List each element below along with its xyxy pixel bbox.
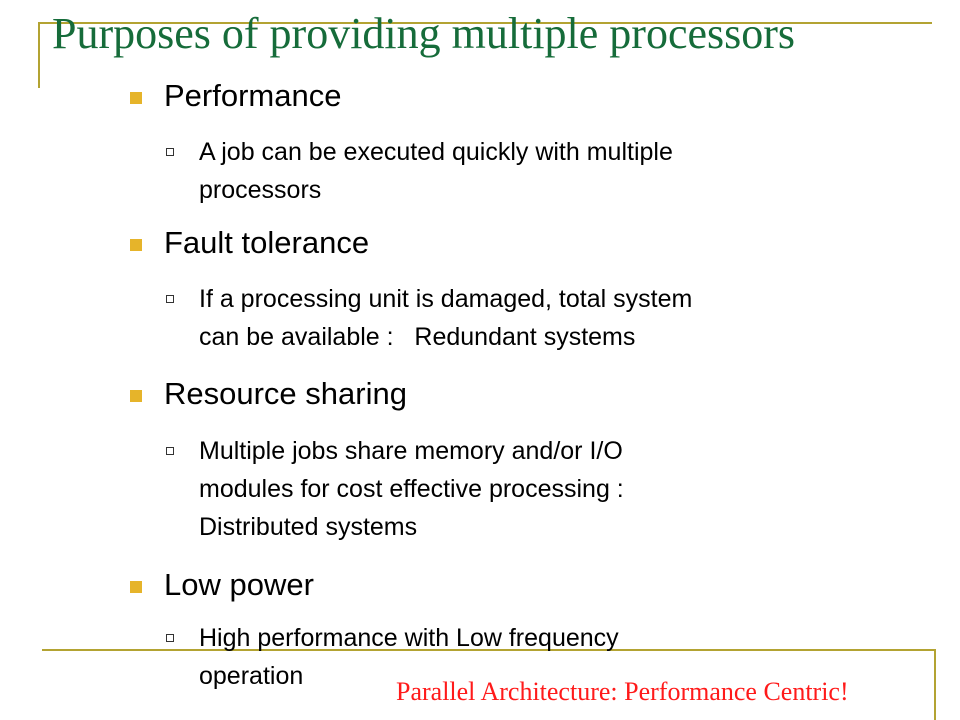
sub-bullet-line: A job can be executed quickly with multi… bbox=[199, 138, 673, 166]
sub-bullet-line: High performance with Low frequency bbox=[199, 624, 619, 652]
sub-bullet-line: If a processing unit is damaged, total s… bbox=[199, 285, 693, 313]
bullet-low-power: Low power bbox=[130, 567, 314, 603]
hollow-square-bullet-icon bbox=[166, 447, 174, 455]
slide-title: Purposes of providing multiple processor… bbox=[52, 9, 796, 58]
bullet-resource-sharing: Resource sharing bbox=[130, 376, 407, 412]
top-rule-line bbox=[38, 22, 932, 24]
sub-bullet-fault-tolerance: If a processing unit is damaged, total s… bbox=[166, 280, 693, 356]
hollow-square-bullet-icon bbox=[166, 634, 174, 642]
square-bullet-icon bbox=[130, 92, 142, 104]
square-bullet-icon bbox=[130, 239, 142, 251]
bullet-heading: Performance bbox=[164, 78, 342, 113]
bullet-heading: Fault tolerance bbox=[164, 225, 370, 260]
square-bullet-icon bbox=[130, 390, 142, 402]
sub-bullet-performance: A job can be executed quickly with multi… bbox=[166, 133, 673, 209]
sub-bullet-resource-sharing: Multiple jobs share memory and/or I/O mo… bbox=[166, 432, 624, 546]
bullet-heading: Low power bbox=[164, 567, 314, 602]
bullet-heading: Resource sharing bbox=[164, 376, 407, 411]
left-rule-line bbox=[38, 22, 40, 88]
footer-caption: Parallel Architecture: Performance Centr… bbox=[396, 677, 849, 706]
bullet-performance: Performance bbox=[130, 78, 342, 114]
right-rule-line bbox=[934, 649, 936, 720]
hollow-square-bullet-icon bbox=[166, 295, 174, 303]
sub-bullet-line: Multiple jobs share memory and/or I/O bbox=[199, 437, 623, 465]
square-bullet-icon bbox=[130, 581, 142, 593]
sub-bullet-line: Distributed systems bbox=[199, 513, 418, 541]
sub-bullet-line: modules for cost effective processing : bbox=[199, 475, 624, 503]
bottom-rule-line bbox=[42, 649, 936, 651]
sub-bullet-line: processors bbox=[199, 176, 322, 204]
hollow-square-bullet-icon bbox=[166, 148, 174, 156]
bullet-fault-tolerance: Fault tolerance bbox=[130, 225, 370, 261]
sub-bullet-low-power: High performance with Low frequency oper… bbox=[166, 619, 619, 695]
sub-bullet-line: operation bbox=[199, 662, 304, 690]
sub-bullet-line: can be available : Redundant systems bbox=[199, 323, 636, 351]
